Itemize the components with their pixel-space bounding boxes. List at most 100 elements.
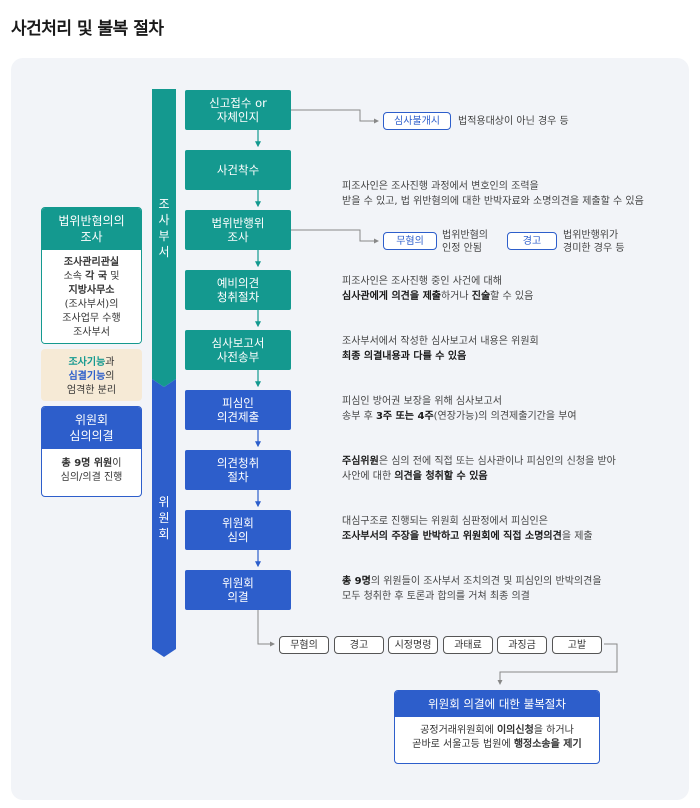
step-committee-decision: 위원회 의결 xyxy=(185,570,291,610)
step-3-line2: 조사 xyxy=(227,230,249,244)
committee-info-box: 위원회 심의의결 총 9명 위원이 심의/의결 진행 xyxy=(41,406,142,497)
outcome-line xyxy=(257,610,275,647)
step-1-line2: 자체인지 xyxy=(216,110,260,124)
investigation-band-shape xyxy=(152,89,176,387)
step-violation-investigation: 법위반행위 조사 xyxy=(185,210,291,250)
investigation-body-line4: (조사부서)의 xyxy=(64,299,119,310)
investigation-body-line2: 소속 각 국 및 xyxy=(63,271,120,282)
desc-2-line1: 피조사인은 조사진행 과정에서 변호인의 조력을 xyxy=(342,181,539,192)
step-report-receipt: 신고접수 or 자체인지 xyxy=(185,90,291,130)
step-opinion-hearing: 의견청취 절차 xyxy=(185,450,291,490)
desc-5-line2: 최종 의결내용과 다를 수 있음 xyxy=(342,351,467,362)
committee-info-body: 총 9명 위원이 심의/의결 진행 xyxy=(42,449,141,493)
committee-body-tail: 이 xyxy=(112,458,122,469)
desc-7-pre: 사안에 대한 xyxy=(342,471,395,482)
separation-tail: 엄격한 분리 xyxy=(66,385,117,396)
separation-b: 심결기능 xyxy=(68,371,106,382)
committee-head-line1: 위원회 xyxy=(74,413,109,427)
investigation-body-line3: 지방사무소 xyxy=(68,285,115,296)
desc-9-line1: 의 위원들이 조사부서 조치의견 및 피심인의 반박의견을 xyxy=(370,576,602,587)
desc-preliminary: 피조사인은 조사진행 중인 사건에 대해 심사관에게 의견을 제출하거나 진술할… xyxy=(342,274,533,304)
desc-5-line1: 조사부서에서 작성한 심사보고서 내용은 위원회 xyxy=(342,336,539,347)
desc-hearing: 주심위원은 심의 전에 직접 또는 심사관이나 피심인의 신청을 받아 사안에 … xyxy=(342,454,616,484)
step-1-line1: 신고접수 or xyxy=(209,96,267,110)
investigation-info-body: 조사관리관실 소속 각 국 및 지방사무소 (조사부서)의 조사업무 수행 조사… xyxy=(42,250,141,343)
desc-8-line1: 대심구조로 진행되는 위원회 심판정에서 피심인은 xyxy=(342,516,548,527)
outcome-prosecution-referral: 고발 xyxy=(552,636,602,654)
desc-6-pre: 송부 후 xyxy=(342,411,376,422)
step-9-line1: 위원회 xyxy=(222,576,254,590)
note-warning-line1: 법위반행위가 xyxy=(563,230,619,241)
step-5-line2: 사전송부 xyxy=(216,350,260,364)
step-2-line1: 사건착수 xyxy=(216,163,260,177)
separation-and: 과 xyxy=(105,357,115,368)
desc-4-line1: 피조사인은 조사진행 중인 사건에 대해 xyxy=(342,276,502,287)
committee-info-head: 위원회 심의의결 xyxy=(42,407,141,449)
appeal-line1-bold: 이의신청 xyxy=(496,725,534,736)
appeal-line2-bold: 행정소송을 제기 xyxy=(513,739,582,750)
branch-line-3 xyxy=(291,229,379,244)
step-7-line2: 절차 xyxy=(227,470,249,484)
outcome-no-violation: 무혐의 xyxy=(279,636,329,654)
desc-7-line1: 은 심의 전에 직접 또는 심사관이나 피심인의 신청을 받아 xyxy=(378,456,616,467)
committee-band-shape xyxy=(152,379,176,657)
committee-body-line2: 심의/의결 진행 xyxy=(60,472,123,483)
step-8-line1: 위원회 xyxy=(222,516,254,530)
desc-4-bold-b: 진술 xyxy=(471,291,491,302)
desc-6-tail: (연장가능)의 의견제출기간을 부여 xyxy=(433,411,577,422)
step-case-start: 사건착수 xyxy=(185,150,291,190)
outcome-warning: 경고 xyxy=(334,636,384,654)
desc-4-tail: 할 수 있음 xyxy=(490,291,534,302)
desc-decision: 총 9명의 위원들이 조사부서 조치의견 및 피심인의 반박의견을 모두 청취한… xyxy=(342,574,602,604)
desc-review: 대심구조로 진행되는 위원회 심판정에서 피심인은 조사부서의 주장을 반박하고… xyxy=(342,514,593,544)
note-no-violation-line2: 인정 안됨 xyxy=(442,243,482,254)
page-title: 사건처리 및 불복 절차 xyxy=(11,19,164,39)
desc-7-bold-a: 주심위원 xyxy=(342,456,379,467)
desc-7-bold-b: 의견을 청취할 수 있음 xyxy=(394,471,488,482)
step-9-line2: 의결 xyxy=(227,590,249,604)
outcome-corrective-order: 시정명령 xyxy=(388,636,438,654)
branch-line-1 xyxy=(291,109,379,124)
appeal-line1-tail: 을 하거나 xyxy=(533,725,574,736)
investigation-head-line1: 법위반혐의의 xyxy=(58,214,125,228)
desc-9-bold: 총 9명 xyxy=(342,576,371,587)
desc-2-line2: 받을 수 있고, 법 위반혐의에 대한 반박자료와 소명의견을 제출할 수 있음 xyxy=(342,196,644,207)
investigation-body-line6: 조사부서 xyxy=(73,327,110,338)
note-no-violation: 법위반혐의 인정 안됨 xyxy=(442,229,488,255)
step-committee-review: 위원회 심의 xyxy=(185,510,291,550)
pill-no-violation: 무혐의 xyxy=(383,232,437,250)
desc-report: 조사부서에서 작성한 심사보고서 내용은 위원회 최종 의결내용과 다를 수 있… xyxy=(342,334,539,364)
appeal-line1-pre: 공정거래위원회에 xyxy=(420,725,497,736)
appeal-line xyxy=(497,643,618,685)
desc-9-line2: 모두 청취한 후 토론과 합의를 거쳐 최종 의결 xyxy=(342,591,530,602)
note-warning: 법위반행위가 경미한 경우 등 xyxy=(563,229,625,255)
desc-respondent: 피심인 방어권 보장을 위해 심사보고서 송부 후 3주 또는 4주(연장가능)… xyxy=(342,394,577,424)
investigation-info-head: 법위반혐의의 조사 xyxy=(42,208,141,250)
step-report-delivery: 심사보고서 사전송부 xyxy=(185,330,291,370)
desc-case-start: 피조사인은 조사진행 과정에서 변호인의 조력을 받을 수 있고, 법 위반혐의… xyxy=(342,179,644,209)
desc-4-mid: 하거나 xyxy=(440,291,472,302)
separation-note: 조사기능과 심결기능의 엄격한 분리 xyxy=(41,349,142,401)
appeal-box: 위원회 의결에 대한 불복절차 공정거래위원회에 이의신청을 하거나 곧바로 서… xyxy=(394,690,600,764)
investigation-body-line5: 조사업무 수행 xyxy=(62,313,121,324)
step-7-line1: 의견청취 xyxy=(216,456,260,470)
note-no-review: 법적용대상이 아닌 경우 등 xyxy=(458,116,569,127)
step-preliminary-hearing: 예비의견 청취절차 xyxy=(185,270,291,310)
pill-warning: 경고 xyxy=(507,232,557,250)
outcome-penalty-surcharge: 과징금 xyxy=(497,636,547,654)
desc-8-bold: 조사부서의 주장을 반박하고 위원회에 직접 소명의견 xyxy=(342,531,562,542)
step-6-line2: 의견제출 xyxy=(216,410,260,424)
appeal-line2-pre: 곧바로 서울고등 법원에 xyxy=(412,739,514,750)
committee-body-bold: 총 9명 위원 xyxy=(61,458,113,469)
outcome-fine: 과태료 xyxy=(443,636,493,654)
pill-no-review: 심사불개시 xyxy=(383,112,451,130)
desc-4-bold-a: 심사관에게 의견을 제출 xyxy=(342,291,441,302)
step-6-line1: 피심인 xyxy=(222,396,254,410)
phase-bands xyxy=(152,89,176,657)
separation-of: 의 xyxy=(105,371,115,382)
appeal-body: 공정거래위원회에 이의신청을 하거나 곧바로 서울고등 법원에 행정소송을 제기 xyxy=(395,717,599,759)
step-8-line2: 심의 xyxy=(227,530,249,544)
